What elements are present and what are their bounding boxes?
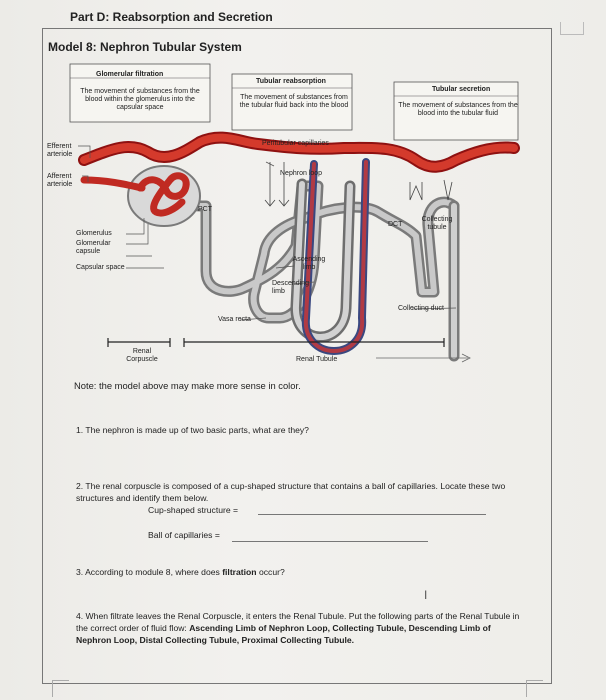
descending-limb-label: Descending limb bbox=[272, 280, 309, 295]
ascending-limb-label: Ascending limb bbox=[292, 256, 326, 271]
tubular-reabsorption-desc: The movement of substances from the tubu… bbox=[239, 94, 349, 109]
glomerular-capsule-label: Glomerular capsule bbox=[76, 240, 111, 255]
nephron-loop-label: Nephron loop bbox=[280, 170, 323, 177]
scale-brackets bbox=[107, 338, 445, 347]
question-4: 4. When filtrate leaves the Renal Corpus… bbox=[76, 611, 520, 645]
renal-tubule bbox=[156, 180, 460, 362]
nephron-loop bbox=[290, 178, 356, 343]
page-corner-left bbox=[52, 680, 69, 697]
page-corner-right bbox=[526, 680, 543, 697]
glomerular-filtration-desc: The movement of substances from the bloo… bbox=[80, 88, 200, 111]
capsular-space-label: Capsular space bbox=[76, 264, 125, 271]
pct-label: PCT bbox=[198, 206, 212, 213]
question-3: 3. According to module 8, where does fil… bbox=[76, 567, 285, 577]
part-title: Part D: Reabsorption and Secretion bbox=[70, 10, 273, 24]
dct-label: DCT bbox=[388, 221, 403, 228]
glomerular-filtration-box bbox=[69, 63, 211, 123]
afferent-arteriole-label: Afferent arteriole bbox=[47, 173, 73, 188]
efferent-arteriole-label: Efferent arteriole bbox=[47, 143, 73, 158]
peritubular-capillaries bbox=[78, 131, 520, 173]
nephron-diagram bbox=[69, 63, 520, 363]
glomerular-filtration-label: Glomerular filtration bbox=[96, 71, 164, 78]
question-1: 1. The nephron is made up of two basic p… bbox=[76, 425, 309, 435]
vasa-recta bbox=[301, 158, 370, 355]
collecting-duct-label: Collecting duct bbox=[398, 305, 444, 312]
text-cursor-icon: I bbox=[424, 588, 428, 602]
tubular-reabsorption-label: Tubular reabsorption bbox=[256, 78, 326, 85]
tubular-secretion-desc: The movement of substances from the bloo… bbox=[398, 102, 518, 117]
ball-of-capillaries-label: Ball of capillaries = bbox=[148, 530, 220, 540]
renal-corpuscle-label: Renal Corpuscle bbox=[126, 348, 158, 363]
peritubular-capillaries-label: Peritubular capillaries bbox=[262, 140, 329, 147]
model-border bbox=[42, 28, 552, 684]
question-2: 2. The renal corpuscle is composed of a … bbox=[76, 481, 506, 503]
glomerulus-label: Glomerulus bbox=[76, 230, 112, 237]
glomerulus-cluster bbox=[80, 165, 201, 227]
collecting-tubule-label: Collecting tubule bbox=[421, 216, 453, 231]
tubular-reabsorption-box bbox=[231, 73, 353, 131]
ball-of-capillaries-answer-line[interactable] bbox=[232, 541, 428, 542]
renal-tubule-label: Renal Tubule bbox=[296, 356, 338, 363]
note-text: Note: the model above may make more sens… bbox=[74, 380, 301, 391]
vasa-recta-label: Vasa recta bbox=[218, 316, 251, 323]
model-title: Model 8: Nephron Tubular System bbox=[48, 40, 242, 54]
cup-shaped-structure-answer-line[interactable] bbox=[258, 514, 486, 515]
cup-shaped-structure-label: Cup-shaped structure = bbox=[148, 505, 239, 515]
tubular-secretion-box bbox=[393, 81, 519, 141]
tubular-secretion-label: Tubular secretion bbox=[432, 86, 491, 93]
page-tab-marker bbox=[560, 22, 584, 35]
